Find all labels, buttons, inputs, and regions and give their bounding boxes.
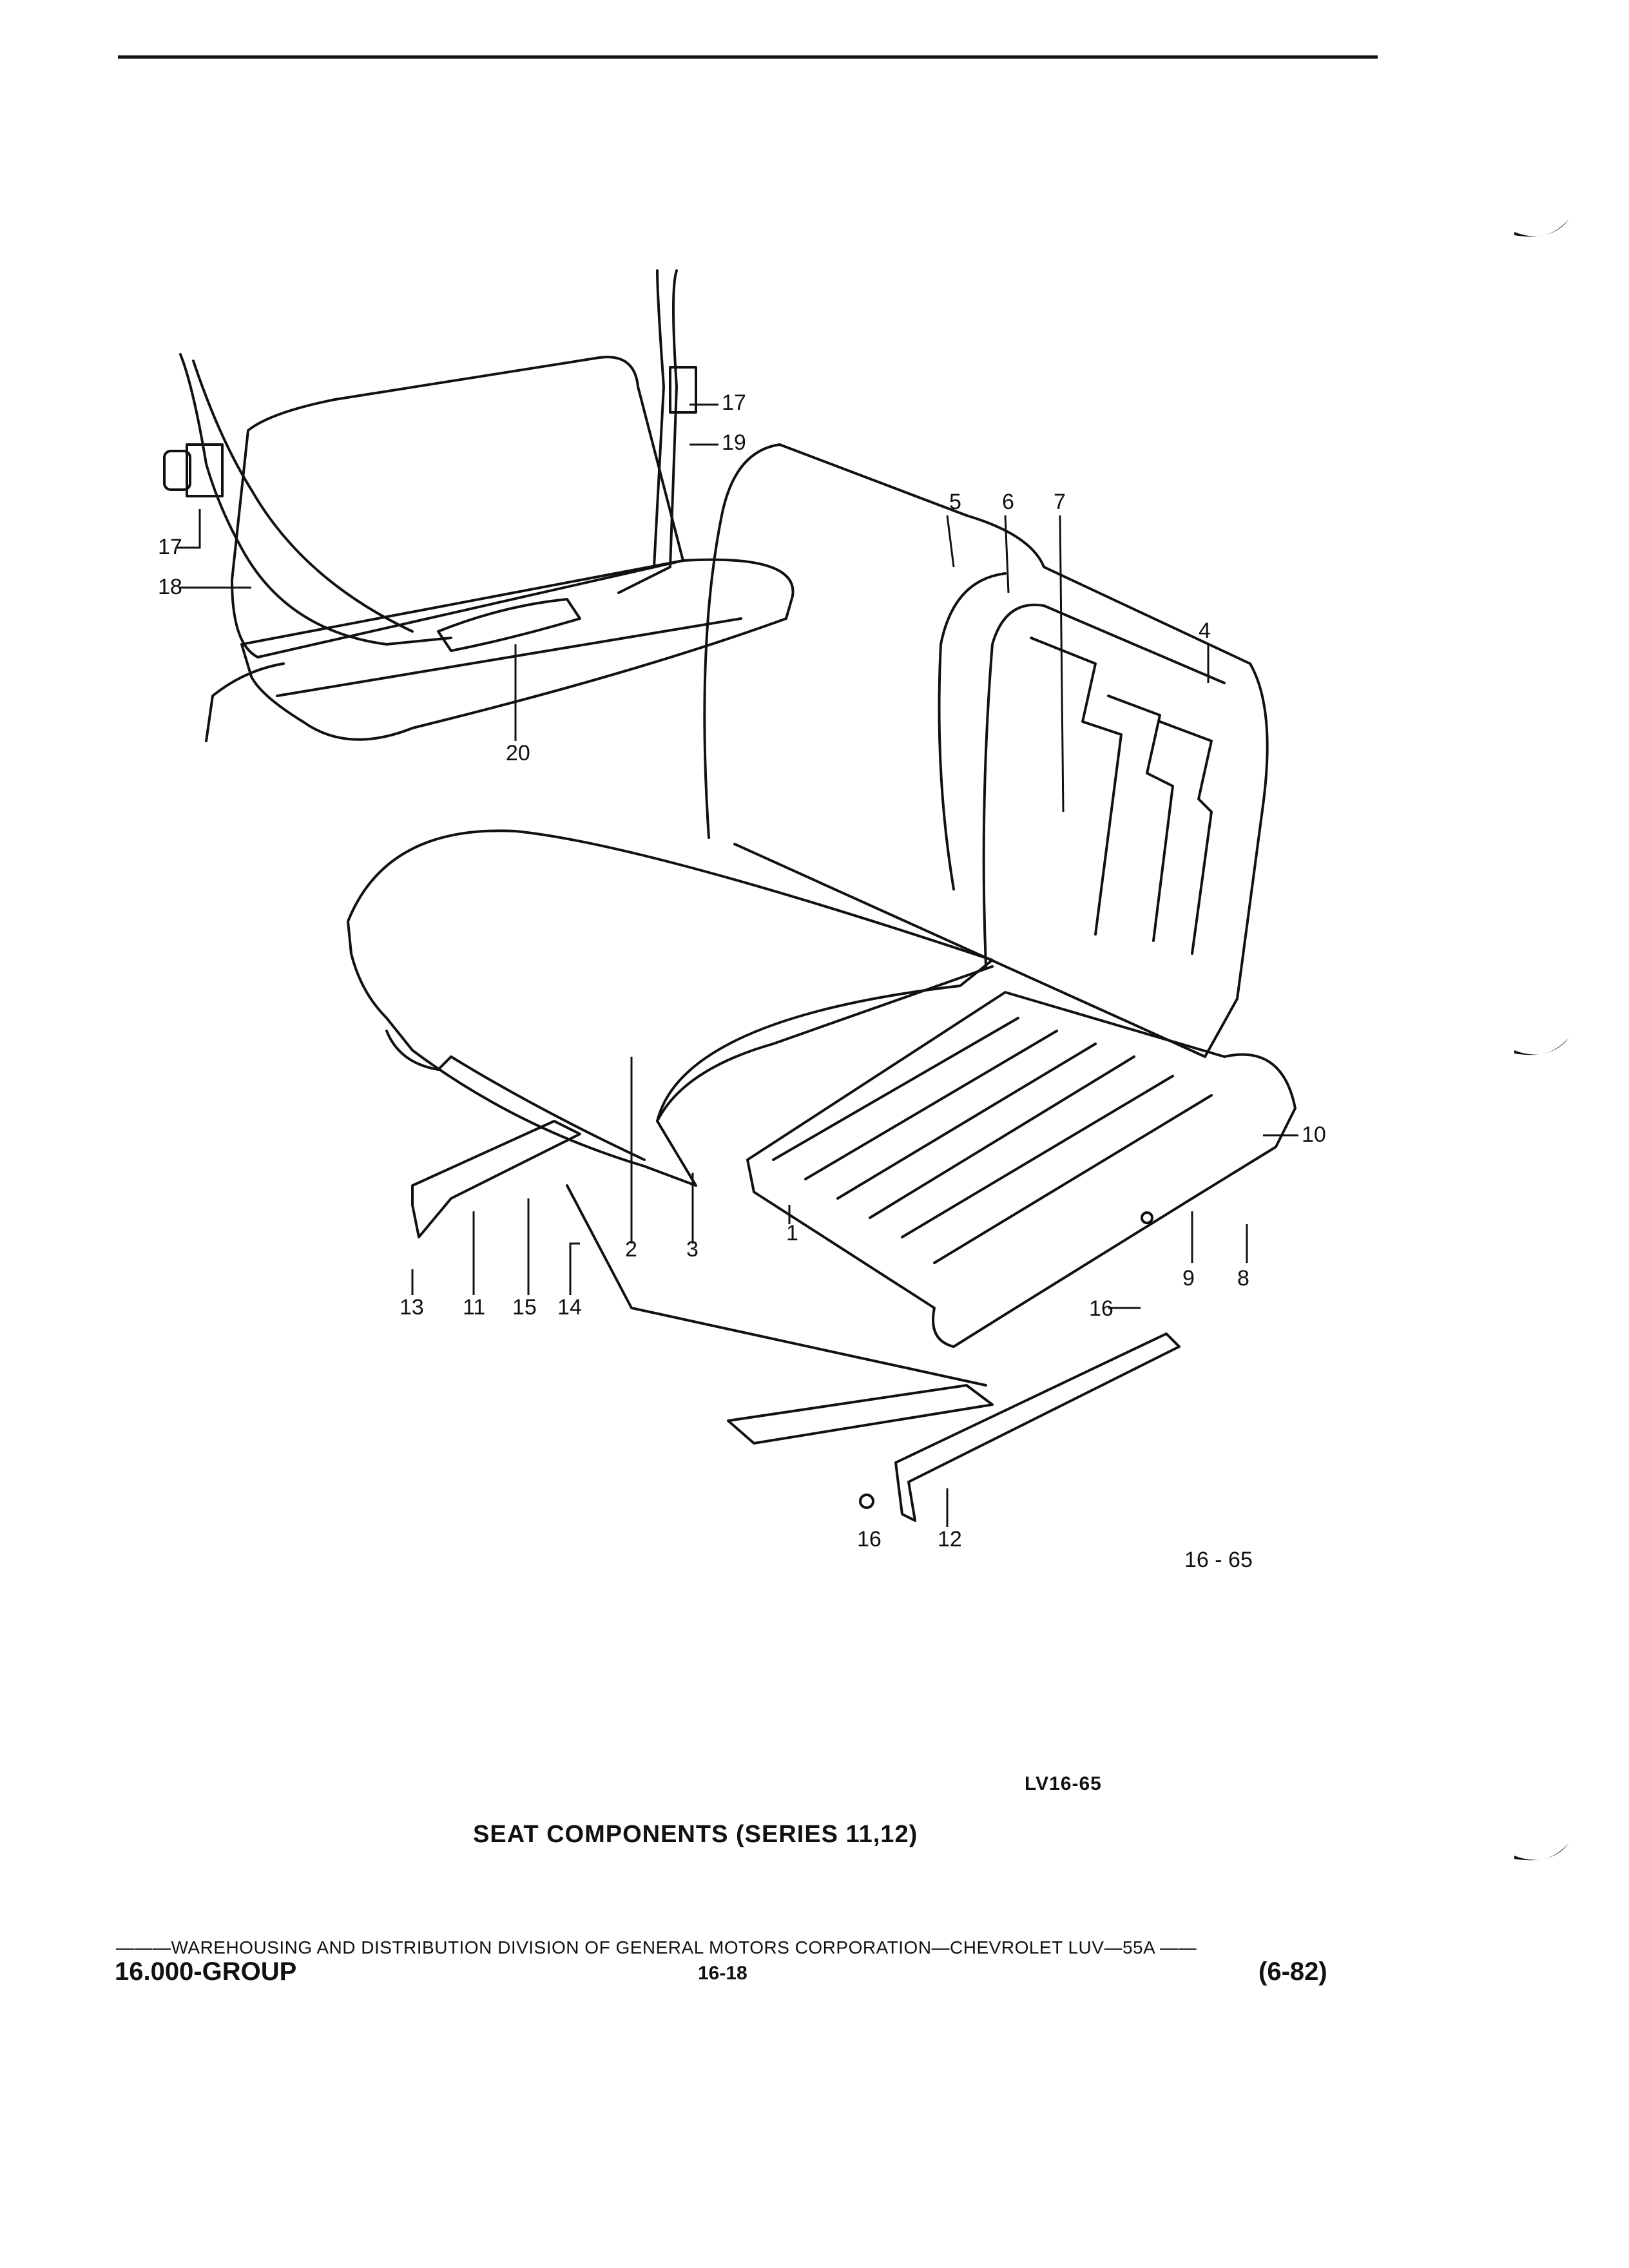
label-11: 11 (463, 1295, 485, 1320)
page-title: SEAT COMPONENTS (SERIES 11,12) (473, 1821, 918, 1848)
label-8: 8 (1237, 1266, 1249, 1291)
label-9: 9 (1182, 1266, 1195, 1291)
binding-mark-icon (1514, 1843, 1569, 1861)
label-16: 16 (857, 1527, 882, 1552)
top-rule (118, 55, 1378, 59)
label-10: 10 (1302, 1122, 1326, 1147)
label-4: 4 (1199, 619, 1211, 643)
label-12: 12 (938, 1527, 962, 1552)
label-7: 7 (1054, 490, 1066, 514)
drawing-reference: LV16-65 (1025, 1773, 1102, 1794)
footer-publisher-line: ———WAREHOUSING AND DISTRIBUTION DIVISION… (116, 1937, 1197, 1957)
binding-mark-icon (1514, 1037, 1569, 1055)
label-15: 15 (512, 1295, 537, 1320)
rear-belt-buckle (437, 598, 581, 652)
rear-belt-right (617, 269, 678, 594)
front-seat-cushion (347, 829, 994, 1187)
left-seat-rail (411, 1120, 581, 1238)
label-18: 18 (158, 575, 182, 599)
label-6: 6 (1002, 490, 1014, 514)
figure-inner-ref: 16 - 65 (1184, 1548, 1253, 1572)
page-number: 16-18 (698, 1963, 747, 1984)
label-13: 13 (400, 1295, 424, 1320)
label-1: 1 (786, 1221, 798, 1245)
label-19: 19 (722, 430, 746, 455)
binding-mark-icon (1514, 219, 1569, 237)
right-seat-rail (894, 1332, 1181, 1522)
label-20: 20 (506, 741, 530, 765)
seat-adjust-lever (566, 1184, 987, 1387)
spring-frame (746, 991, 1296, 1348)
label-3: 3 (686, 1237, 699, 1262)
front-seat-back (703, 443, 1269, 1058)
rear-seat-cushion (240, 558, 795, 741)
label-2: 2 (625, 1237, 637, 1262)
rear-seat-back (231, 356, 684, 658)
label-17: 17 (722, 390, 746, 415)
group-number: 16.000-GROUP (115, 1957, 297, 1986)
rear-belt-left (179, 353, 452, 646)
revision-date: (6-82) (1258, 1957, 1327, 1986)
label-14: 14 (557, 1295, 582, 1320)
label-5: 5 (949, 490, 961, 514)
